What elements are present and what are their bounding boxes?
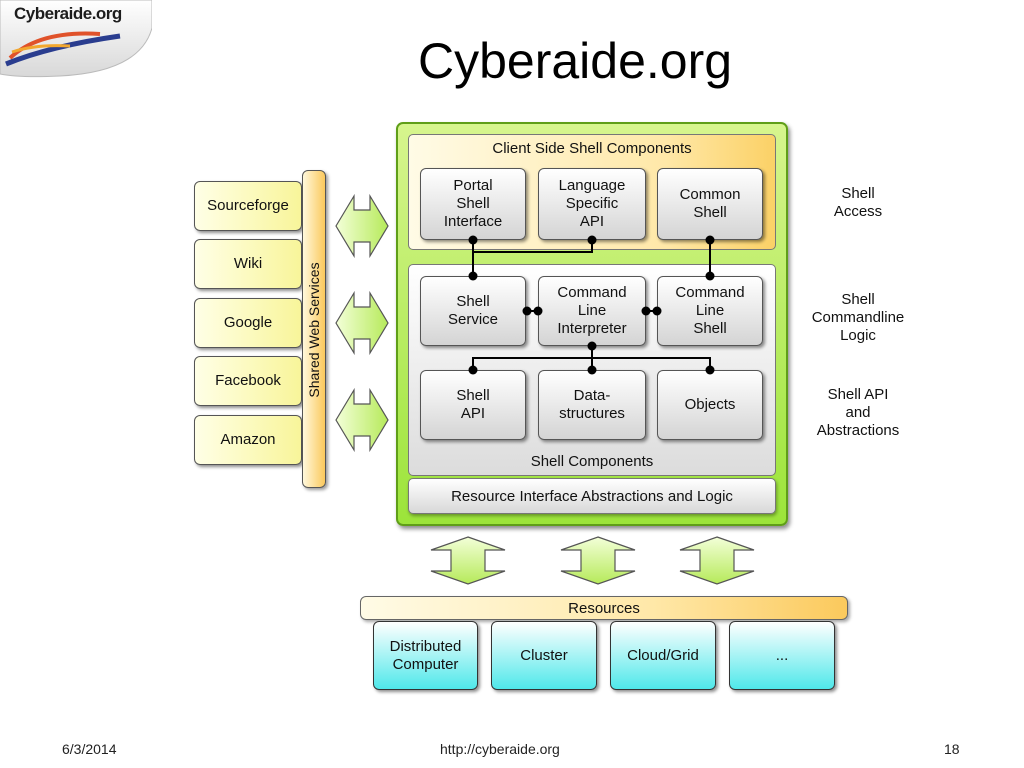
slide-title: Cyberaide.org <box>417 33 733 89</box>
side-label-shell-commandline-logic: Shell Commandline Logic <box>811 291 905 344</box>
connector-dot <box>468 235 478 245</box>
web-service-amazon: Amazon <box>194 415 302 465</box>
connector-dot <box>652 306 662 316</box>
footer-date: 6/3/2014 <box>62 741 117 757</box>
logo <box>0 0 153 78</box>
command-line-shell-box: Command Line Shell <box>657 276 763 346</box>
resource-interface-label: Resource Interface Abstractions and Logi… <box>451 487 733 505</box>
vertical-arrow-3 <box>679 536 755 585</box>
common-shell-box: Common Shell <box>657 168 763 240</box>
footer-url[interactable]: http://cyberaide.org <box>440 741 560 757</box>
objects-box: Objects <box>657 370 763 440</box>
vertical-arrow-2 <box>560 536 636 585</box>
connector-dot <box>705 235 715 245</box>
resource-distributed-computer: Distributed Computer <box>373 621 478 690</box>
side-label-shell-api-abstractions: Shell API and Abstractions <box>816 386 900 439</box>
web-service-google: Google <box>194 298 302 348</box>
shell-service-box: Shell Service <box>420 276 526 346</box>
connector-dot <box>468 271 478 281</box>
connector-dot <box>705 365 715 375</box>
logo-graphic <box>0 0 153 78</box>
web-service-wiki: Wiki <box>194 239 302 289</box>
portal-shell-interface-box: Portal Shell Interface <box>420 168 526 240</box>
web-service-sourceforge: Sourceforge <box>194 181 302 231</box>
client-panel-label: Client Side Shell Components <box>492 140 692 157</box>
double-arrow-api <box>335 387 389 453</box>
connector-client-api <box>472 240 593 253</box>
resources-bar: Resources <box>360 596 848 620</box>
connector-dot <box>522 306 532 316</box>
logo-text: Cyberaide.org <box>14 4 122 23</box>
side-label-shell-access: Shell Access <box>833 185 883 220</box>
connector-to-shell-api <box>472 346 593 370</box>
vertical-arrow-1 <box>430 536 506 585</box>
connector-dot <box>587 235 597 245</box>
connector-dot <box>468 365 478 375</box>
resource-cluster: Cluster <box>491 621 597 690</box>
connector-dot <box>587 365 597 375</box>
footer-page-number: 18 <box>944 741 960 757</box>
connector-dot <box>705 271 715 281</box>
web-service-facebook: Facebook <box>194 356 302 406</box>
data-structures-box: Data- structures <box>538 370 646 440</box>
double-arrow-access <box>335 193 389 259</box>
language-specific-api-box: Language Specific API <box>538 168 646 240</box>
shell-api-box: Shell API <box>420 370 526 440</box>
double-arrow-commandline <box>335 290 389 356</box>
shell-panel-label: Shell Components <box>530 453 654 470</box>
resource-cloud-grid: Cloud/Grid <box>610 621 716 690</box>
connector-to-objects <box>592 357 711 370</box>
connector-dot <box>533 306 543 316</box>
resources-label: Resources <box>568 599 640 617</box>
resource-more: ... <box>729 621 835 690</box>
resource-interface-box: Resource Interface Abstractions and Logi… <box>408 478 776 514</box>
connector-dot <box>587 341 597 351</box>
connector-dot <box>641 306 651 316</box>
shared-web-services-bar <box>302 170 326 488</box>
